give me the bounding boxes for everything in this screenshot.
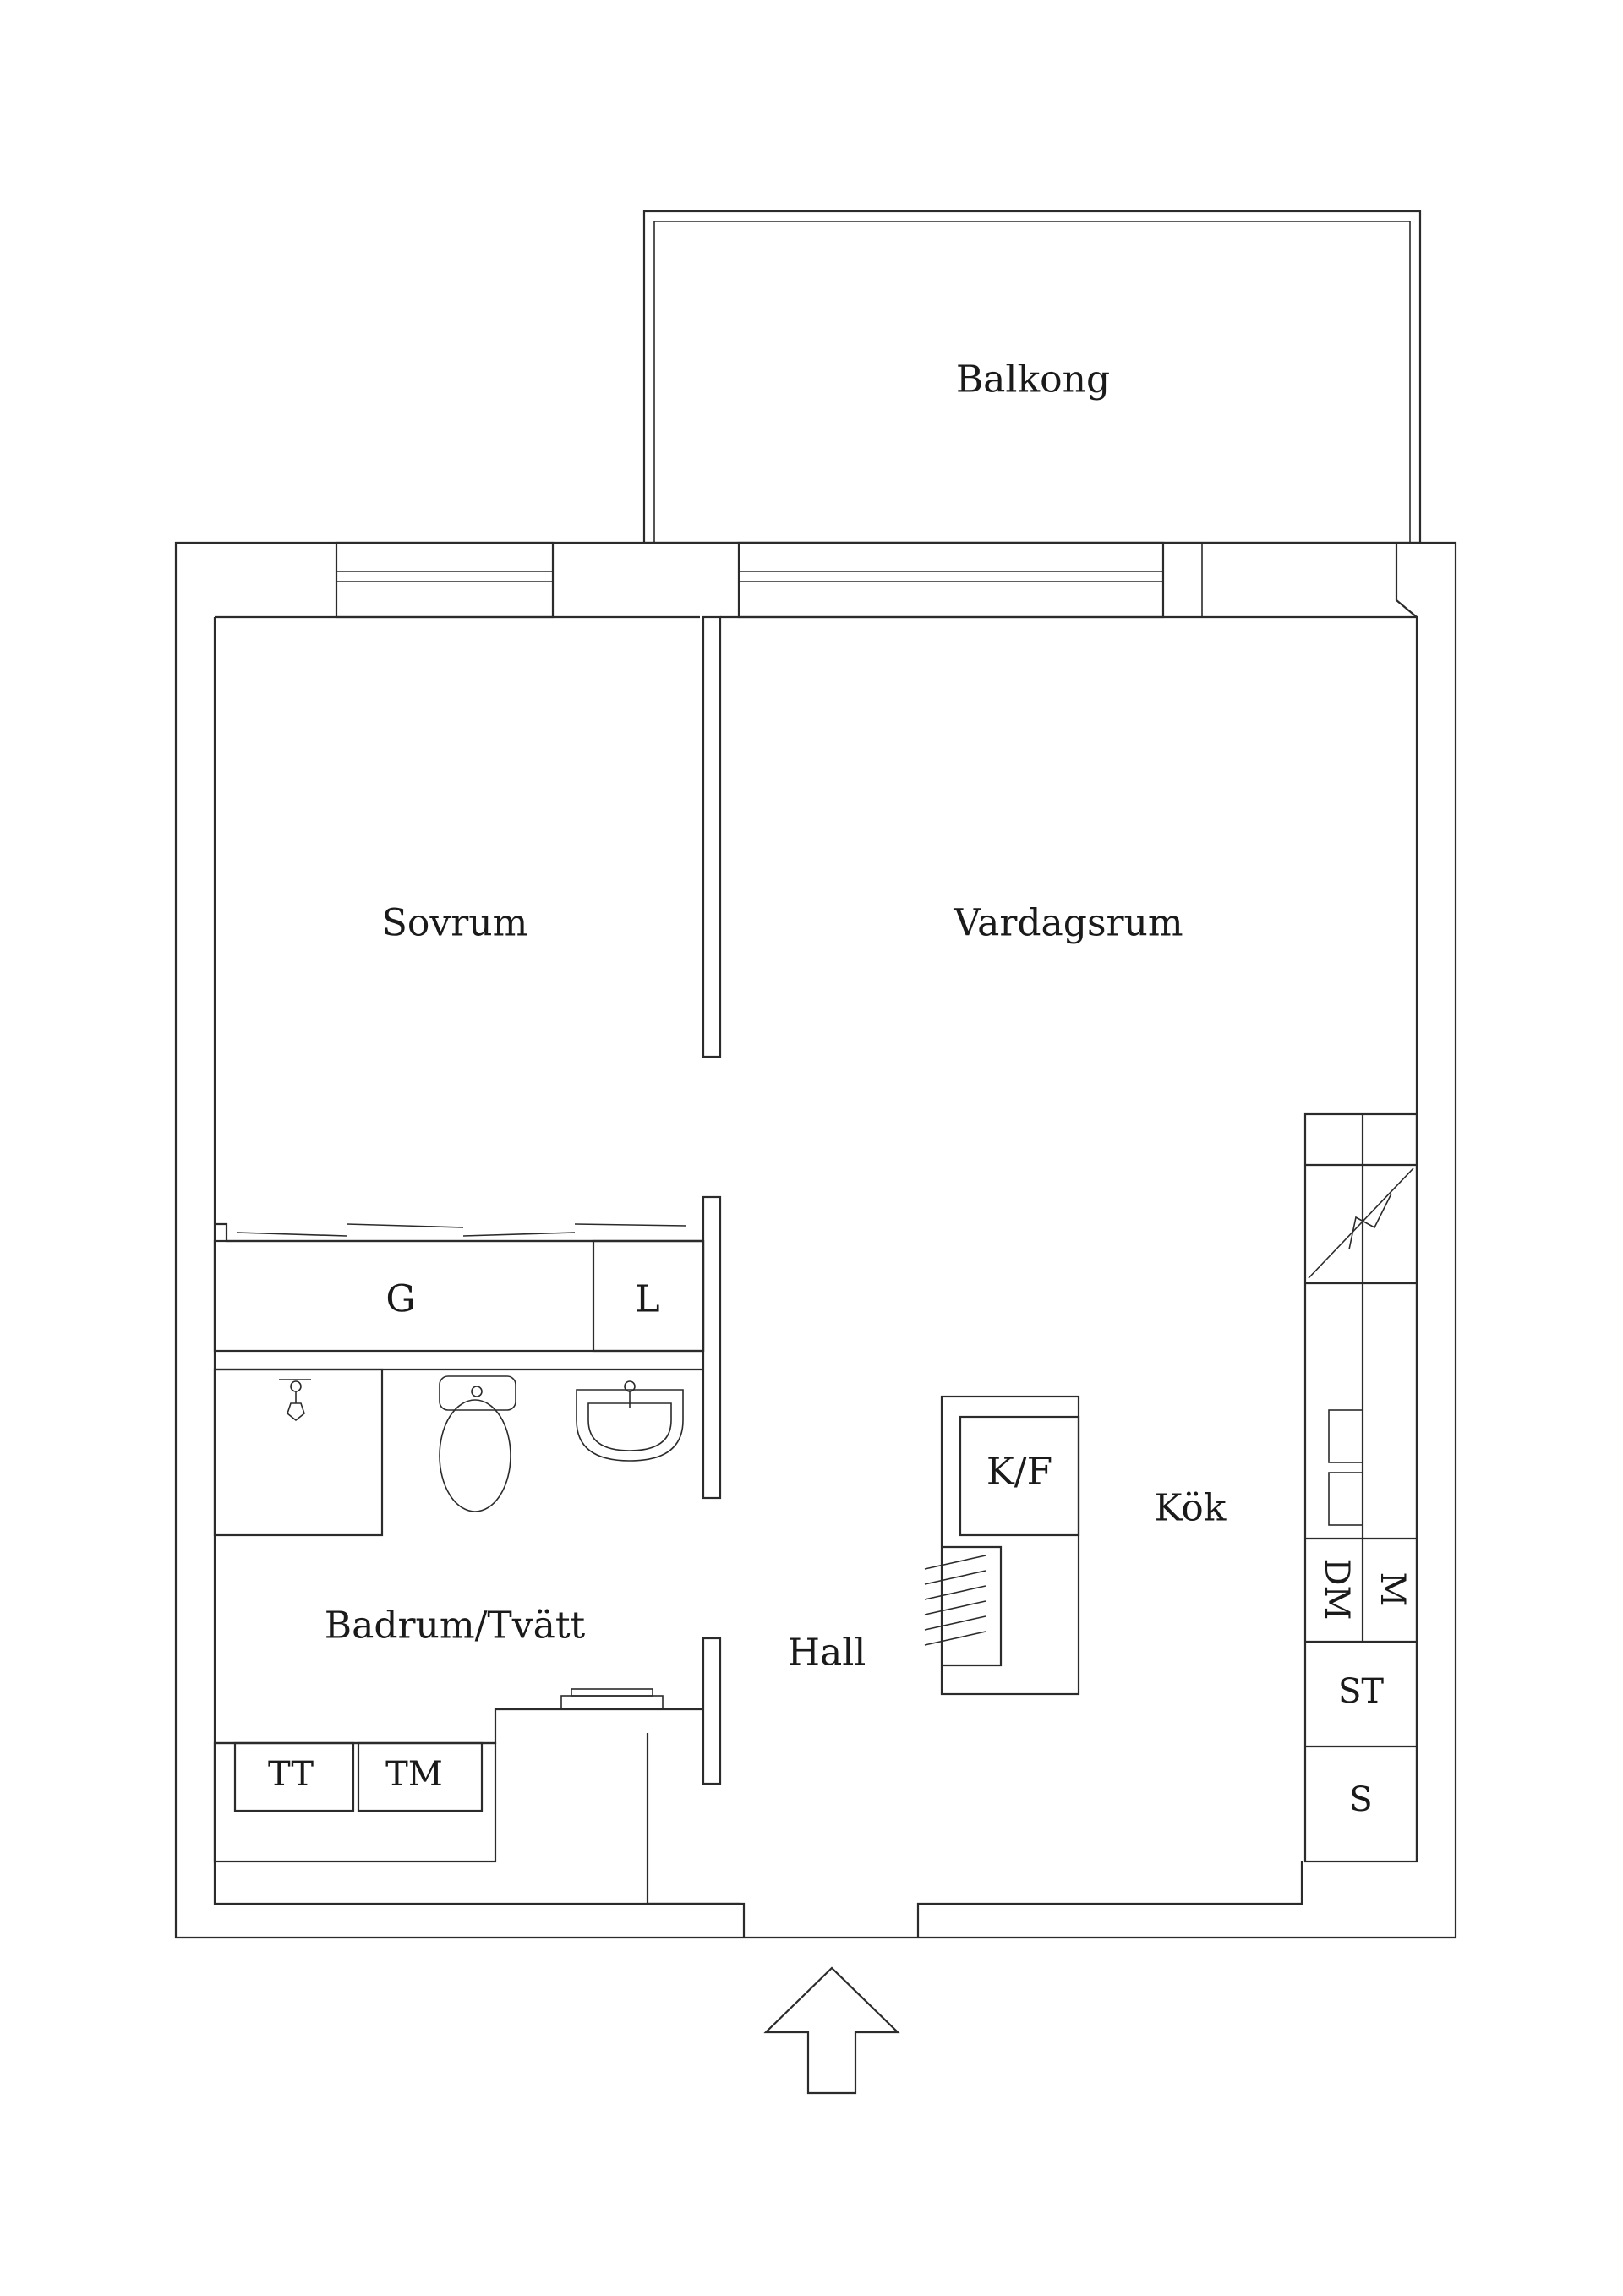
shower-icon <box>279 1379 311 1422</box>
partition-wall-bedroom <box>702 615 722 1785</box>
label-hall: Hall <box>788 1632 866 1675</box>
stove-icon <box>1308 1167 1414 1279</box>
washbasin-icon <box>576 1380 684 1462</box>
label-kyl-frys: K/F <box>986 1451 1052 1494</box>
label-vardagsrum: Vardagsrum <box>953 902 1183 945</box>
label-diskmaskin: DM <box>1317 1558 1356 1620</box>
label-kok: Kök <box>1155 1487 1227 1530</box>
label-badrum: Badrum/Tvätt <box>325 1604 586 1648</box>
label-garderob: G <box>385 1278 415 1321</box>
label-tvattmaskin: TM <box>385 1755 443 1794</box>
bathroom <box>213 1368 703 1863</box>
label-linne: L <box>635 1278 659 1321</box>
entrance-arrow-icon <box>763 1966 900 2095</box>
label-mikro: M <box>1373 1572 1412 1607</box>
label-stadskap: ST <box>1338 1672 1384 1711</box>
kitchen-counter <box>1303 1112 1418 1863</box>
label-sovrum: Sovrum <box>382 902 528 945</box>
toilet-icon <box>439 1375 516 1512</box>
window-livingroom <box>737 541 1203 619</box>
label-balkong: Balkong <box>956 358 1110 402</box>
kitchen-island <box>924 1395 1080 1696</box>
label-torktumlare: TT <box>268 1755 314 1794</box>
wardrobe <box>213 1222 705 1353</box>
window-bedroom <box>335 541 555 619</box>
label-skap: S <box>1349 1780 1372 1819</box>
